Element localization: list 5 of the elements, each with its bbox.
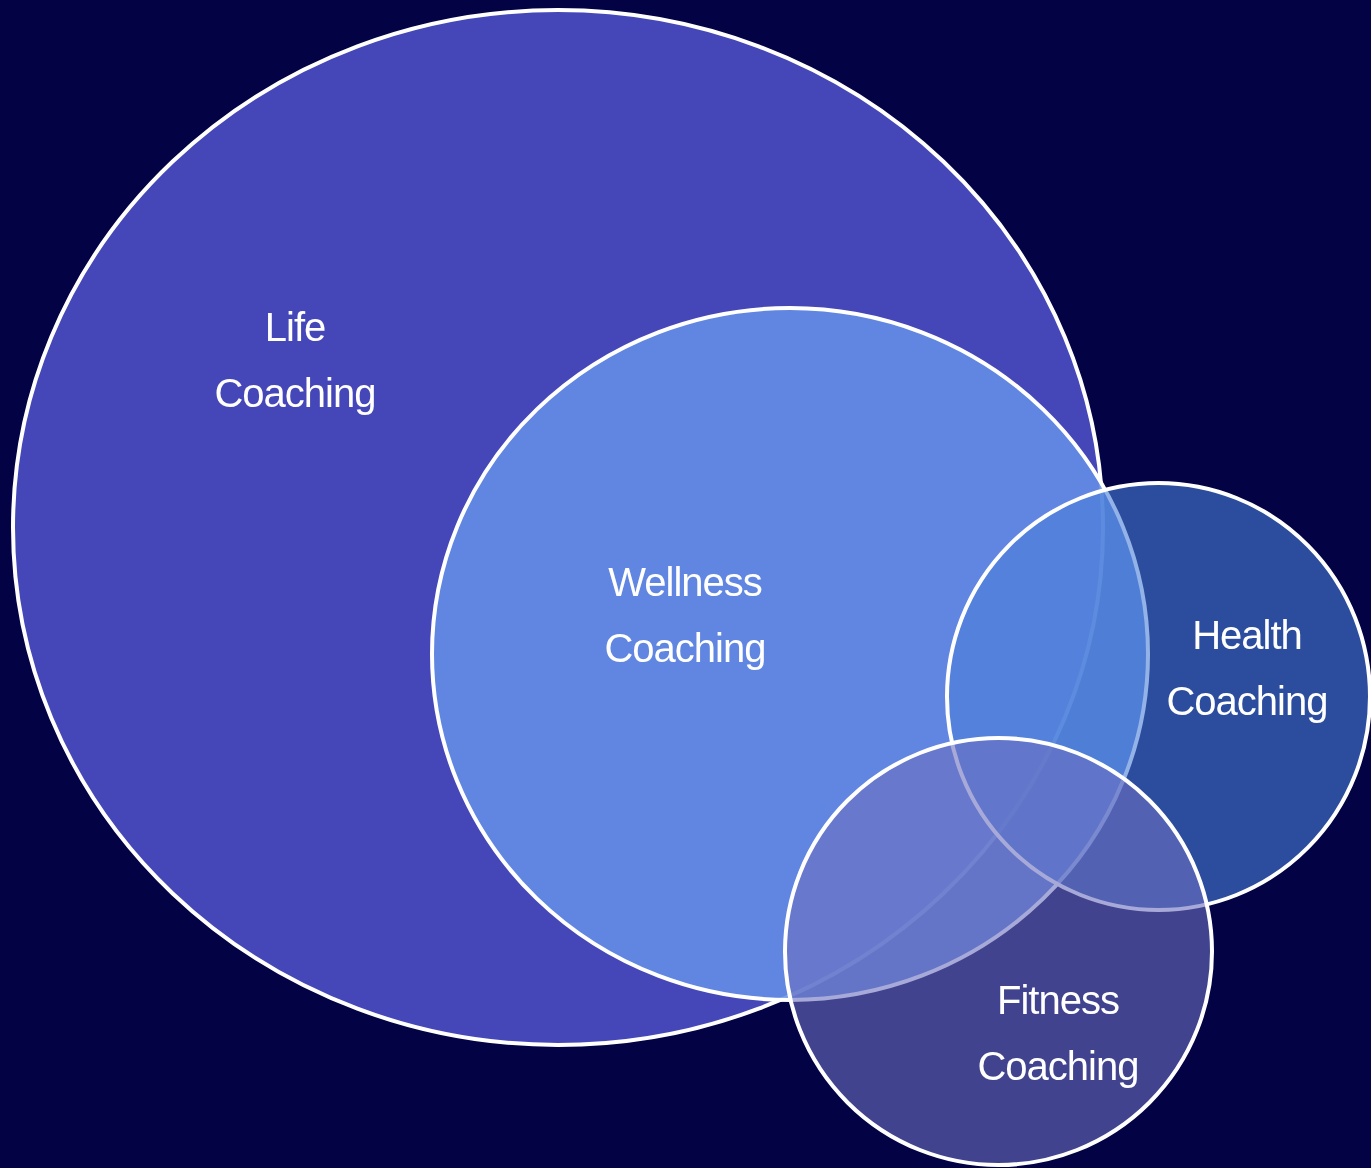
circle-label: Health Coaching: [1165, 612, 1329, 725]
circle-label: Life Coaching: [213, 304, 377, 417]
circle-label: Fitness Coaching: [976, 977, 1140, 1090]
venn-circle: [785, 738, 1212, 1165]
circle-label: Wellness Coaching: [603, 559, 767, 672]
